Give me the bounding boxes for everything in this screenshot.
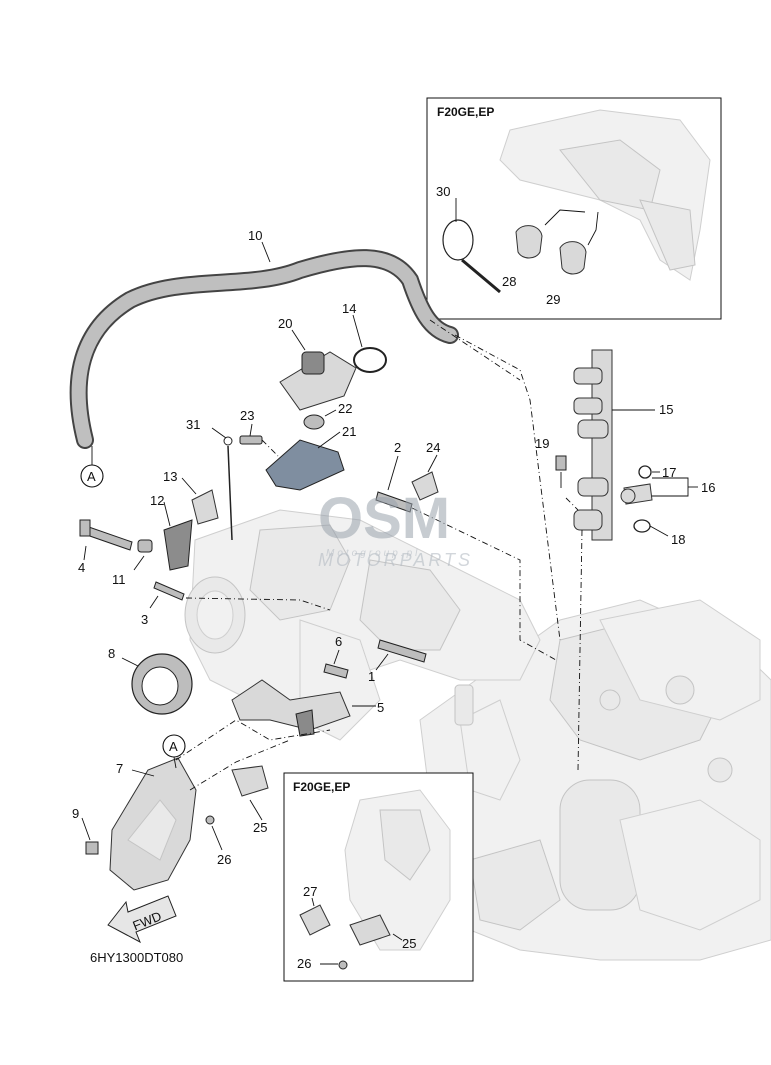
- reference-mark-a-top: A: [80, 446, 104, 488]
- fuel-rail-15: [573, 349, 655, 771]
- bolt-26: [205, 815, 223, 851]
- wire-31: [211, 427, 233, 541]
- watermark: OSM MOTORPARTS Motogroup.pl: [318, 486, 473, 570]
- svg-text:A: A: [169, 739, 178, 754]
- bolt-2: [375, 455, 557, 661]
- bolt-6: [323, 649, 349, 679]
- bracket-27: [299, 904, 331, 936]
- callout-5: 5: [377, 700, 384, 715]
- seal-8: [121, 653, 193, 715]
- callout-25: 25: [253, 820, 267, 835]
- callout-24: 24: [426, 440, 440, 455]
- bolt-19: [555, 455, 579, 511]
- bracket-25: [231, 765, 269, 821]
- callout-26: 26: [217, 852, 231, 867]
- bracket-13: [181, 477, 219, 525]
- inset-top-title: F20GE,EP: [437, 105, 494, 119]
- hose-10: [69, 241, 561, 641]
- callout-15: 15: [659, 402, 673, 417]
- clamp-14: [352, 314, 387, 373]
- bolt-3: [149, 581, 331, 611]
- inset-box-top: F20GE,EP 30 28 29: [426, 97, 722, 320]
- bolt-1: [375, 639, 427, 671]
- bracket-5: [231, 679, 376, 737]
- bracket-12: [163, 501, 193, 571]
- callout-21: 21: [342, 424, 356, 439]
- inset-box-bottom: F20GE,EP 27 25 26: [283, 772, 474, 982]
- svg-text:OSM: OSM: [318, 486, 450, 551]
- callout-13: 13: [163, 469, 177, 484]
- svg-text:29: 29: [546, 292, 560, 307]
- callout-14: 14: [342, 301, 356, 316]
- callout-11: 11: [112, 572, 126, 587]
- fwd-arrow: FWD: [107, 895, 177, 944]
- engine-block-ghost: [419, 599, 771, 961]
- callout-20: 20: [278, 316, 292, 331]
- callout-8: 8: [108, 646, 115, 661]
- bracket-21: [265, 431, 345, 491]
- callout-19: 19: [535, 436, 549, 451]
- fuel-filter-20: [279, 329, 357, 411]
- bolt-9: [81, 817, 99, 855]
- svg-text:A: A: [87, 469, 96, 484]
- callout-labels: 1 2 3 4 5 6 7 8 9 10 11 12 13 14 15 16 1…: [72, 228, 715, 867]
- bracket-25-inset: [349, 914, 391, 946]
- reference-mark-a-bottom: A: [162, 734, 186, 769]
- svg-text:MOTORPARTS: MOTORPARTS: [318, 550, 473, 570]
- svg-text:Motogroup.pl: Motogroup.pl: [326, 548, 420, 559]
- dash-lines-misc: [175, 319, 521, 791]
- cable-tie-30: [442, 219, 474, 261]
- grommet-22: [303, 409, 337, 430]
- cover-7: [109, 757, 197, 891]
- clip-24: [411, 454, 439, 501]
- callout-23: 23: [240, 408, 254, 423]
- callout-9: 9: [72, 806, 79, 821]
- svg-text:27: 27: [303, 884, 317, 899]
- drawing-code: 6HY1300DT080: [90, 950, 183, 965]
- bolt-23: [239, 423, 279, 457]
- clamp-29: [559, 241, 587, 275]
- callout-4: 4: [78, 560, 85, 575]
- svg-text:28: 28: [502, 274, 516, 289]
- callout-3: 3: [141, 612, 148, 627]
- inset-bottom-title: F20GE,EP: [293, 780, 350, 794]
- callout-2: 2: [394, 440, 401, 455]
- callout-31: 31: [186, 417, 200, 432]
- callout-22: 22: [338, 401, 352, 416]
- callout-7: 7: [116, 761, 123, 776]
- svg-text:30: 30: [436, 184, 450, 199]
- callout-10: 10: [248, 228, 262, 243]
- callout-1: 1: [368, 669, 375, 684]
- clamp-28: [515, 225, 543, 259]
- bolt-4: [79, 519, 133, 561]
- injector-16: [620, 465, 698, 537]
- callout-6: 6: [335, 634, 342, 649]
- callout-17: 17: [662, 465, 676, 480]
- callout-18: 18: [671, 532, 685, 547]
- callout-12: 12: [150, 493, 164, 508]
- svg-text:25: 25: [402, 936, 416, 951]
- collar-11: [133, 539, 153, 571]
- svg-text:26: 26: [297, 956, 311, 971]
- callout-16: 16: [701, 480, 715, 495]
